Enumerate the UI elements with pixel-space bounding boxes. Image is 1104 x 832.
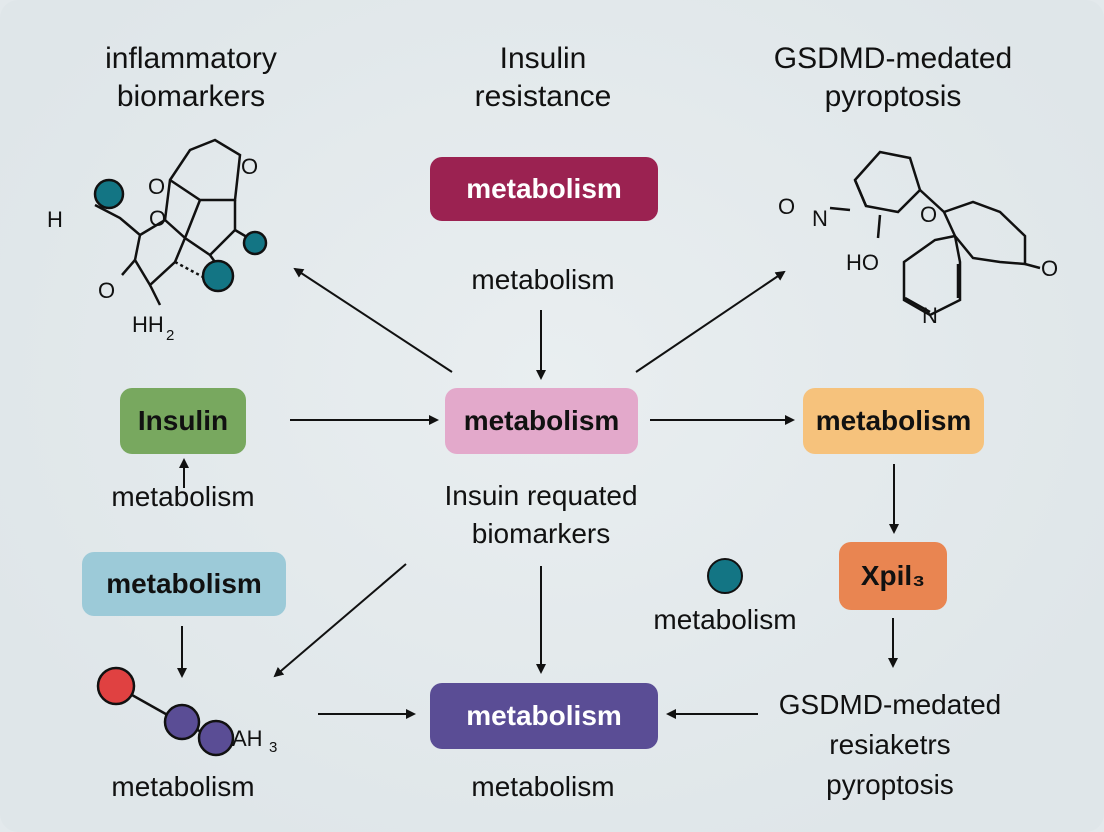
molecule-bottom-labels: AH 3 bbox=[232, 726, 277, 756]
atom-o-right: O bbox=[1041, 256, 1058, 281]
center-caption: Insuin requated biomarkers bbox=[444, 480, 638, 549]
bottom-right-caption: GSDMD-medated resiaketrs pyroptosis bbox=[778, 689, 1002, 800]
box-xpil: Xpil₃ bbox=[839, 542, 947, 610]
molecule-bottom bbox=[96, 666, 235, 757]
molecule-left-labels: H O O O O HH 2 bbox=[47, 154, 258, 344]
atom-h: H bbox=[47, 207, 63, 232]
atom-n-nitro: N bbox=[812, 206, 828, 231]
box-label: Xpil₃ bbox=[860, 560, 926, 591]
atom-o-left: O bbox=[98, 278, 115, 303]
box-label: metabolism bbox=[815, 405, 972, 436]
box-metabolism-center: metabolism bbox=[445, 388, 638, 454]
box-label: Insulin bbox=[137, 405, 229, 436]
heading-insulin-resistance: Insulin resistance bbox=[474, 42, 612, 113]
heading-inflammatory-biomarkers: inflammatory biomarkers bbox=[105, 42, 277, 113]
label-metabolism-bottom-center: metabolism bbox=[471, 771, 615, 802]
atom-o-nitro: O bbox=[778, 194, 795, 219]
box-label: metabolism bbox=[466, 173, 622, 204]
atom-ah: AH bbox=[232, 726, 263, 751]
arrow-center-to-right-molecule bbox=[635, 270, 786, 373]
teal-atom-2 bbox=[242, 230, 268, 256]
label-metabolism-under-top-box: metabolism bbox=[471, 264, 615, 295]
atom-o-ring: O bbox=[148, 174, 165, 199]
atom-ho: HO bbox=[846, 250, 879, 275]
purple-atom-1 bbox=[163, 703, 201, 741]
box-metabolism-top: metabolism bbox=[430, 157, 658, 221]
label-metabolism-teal-dot: metabolism bbox=[653, 604, 797, 635]
molecule-left bbox=[93, 138, 268, 306]
atom-o-top: O bbox=[241, 154, 258, 179]
molecule-right-labels: O N O HO O N bbox=[778, 194, 1058, 328]
box-label: metabolism bbox=[466, 700, 622, 731]
atom-o-bridge: O bbox=[920, 202, 937, 227]
arrow-caption-to-bottom-left bbox=[273, 563, 407, 678]
atom-n-ring: N bbox=[922, 303, 938, 328]
heading-gsdmd-pyroptosis: GSDMD-medated pyroptosis bbox=[773, 42, 1013, 113]
box-metabolism-right: metabolism bbox=[803, 388, 984, 454]
box-metabolism-bottom: metabolism bbox=[430, 683, 658, 749]
label-metabolism-bottom-left: metabolism bbox=[111, 771, 255, 802]
purple-atom-2 bbox=[197, 719, 235, 757]
atom-nh-subscript: 2 bbox=[166, 327, 174, 344]
atom-ah-subscript: 3 bbox=[269, 739, 277, 756]
teal-atom-3 bbox=[201, 259, 235, 293]
molecule-right bbox=[829, 150, 1041, 317]
red-atom bbox=[96, 666, 136, 706]
atom-o-ring2: O bbox=[149, 206, 166, 231]
box-insulin: Insulin bbox=[120, 388, 246, 454]
box-metabolism-left-low: metabolism bbox=[82, 552, 286, 616]
arrow-center-to-left-molecule bbox=[293, 267, 453, 373]
box-label: metabolism bbox=[463, 405, 620, 436]
teal-atom-1 bbox=[93, 178, 125, 210]
teal-dot bbox=[707, 558, 743, 594]
atom-nh: HH bbox=[132, 312, 164, 337]
box-label: metabolism bbox=[106, 568, 262, 599]
